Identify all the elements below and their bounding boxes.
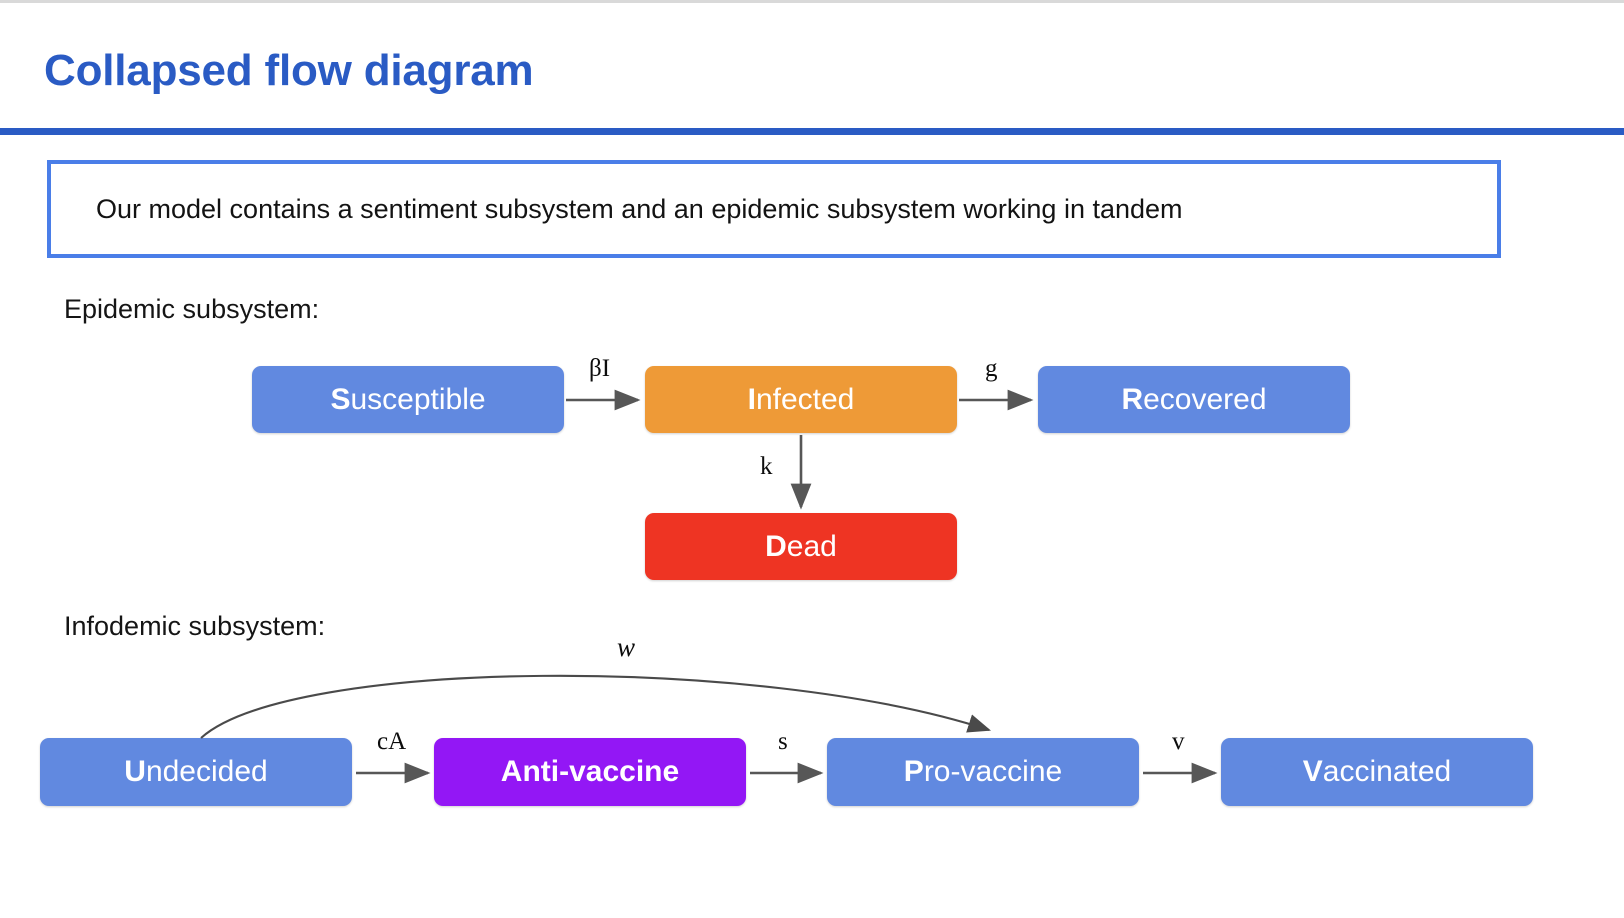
section-label-infodemic: Infodemic subsystem: [64, 611, 326, 641]
node-recovered-initial: R [1121, 382, 1144, 416]
arrow-undecided-to-pro-vaccine-curved [200, 674, 991, 739]
node-pro-vaccine-rest: ro-vaccine [923, 755, 1063, 788]
callout-text: Our model contains a sentiment subsystem… [96, 193, 1183, 224]
node-undecided-rest: ndecided [145, 755, 268, 788]
node-susceptible-initial: S [330, 382, 351, 416]
node-pro-vaccine-initial: P [903, 755, 924, 788]
node-anti-vaccine-initial: A [500, 755, 523, 788]
edge-label-w: w [617, 632, 636, 662]
page-title: Collapsed flow diagram [44, 46, 534, 95]
node-recovered-rest: ecovered [1143, 382, 1267, 416]
node-vaccinated-initial: V [1302, 755, 1323, 788]
edge-label-v: v [1172, 728, 1185, 755]
node-susceptible-rest: usceptible [350, 382, 486, 416]
edge-label-ca: cA [377, 728, 407, 755]
node-infected-initial: I [747, 382, 756, 416]
node-undecided-initial: U [124, 755, 146, 788]
edge-label-k: k [760, 453, 773, 480]
section-label-epidemic: Epidemic subsystem: [64, 294, 320, 324]
edge-label-s: s [778, 728, 788, 755]
node-infected-rest: nfected [755, 382, 855, 416]
node-dead-rest: ead [786, 529, 837, 563]
header-divider-rule [0, 128, 1624, 135]
node-dead-initial: D [765, 529, 787, 563]
callout-box: Our model contains a sentiment subsystem… [47, 160, 1501, 258]
slide-top-hairline [0, 0, 1624, 3]
node-anti-vaccine-rest: nti-vaccine [522, 755, 680, 788]
edge-label-beta-i: βI [589, 355, 611, 382]
node-vaccinated-rest: accinated [1322, 755, 1452, 788]
edge-label-g: g [985, 355, 998, 382]
